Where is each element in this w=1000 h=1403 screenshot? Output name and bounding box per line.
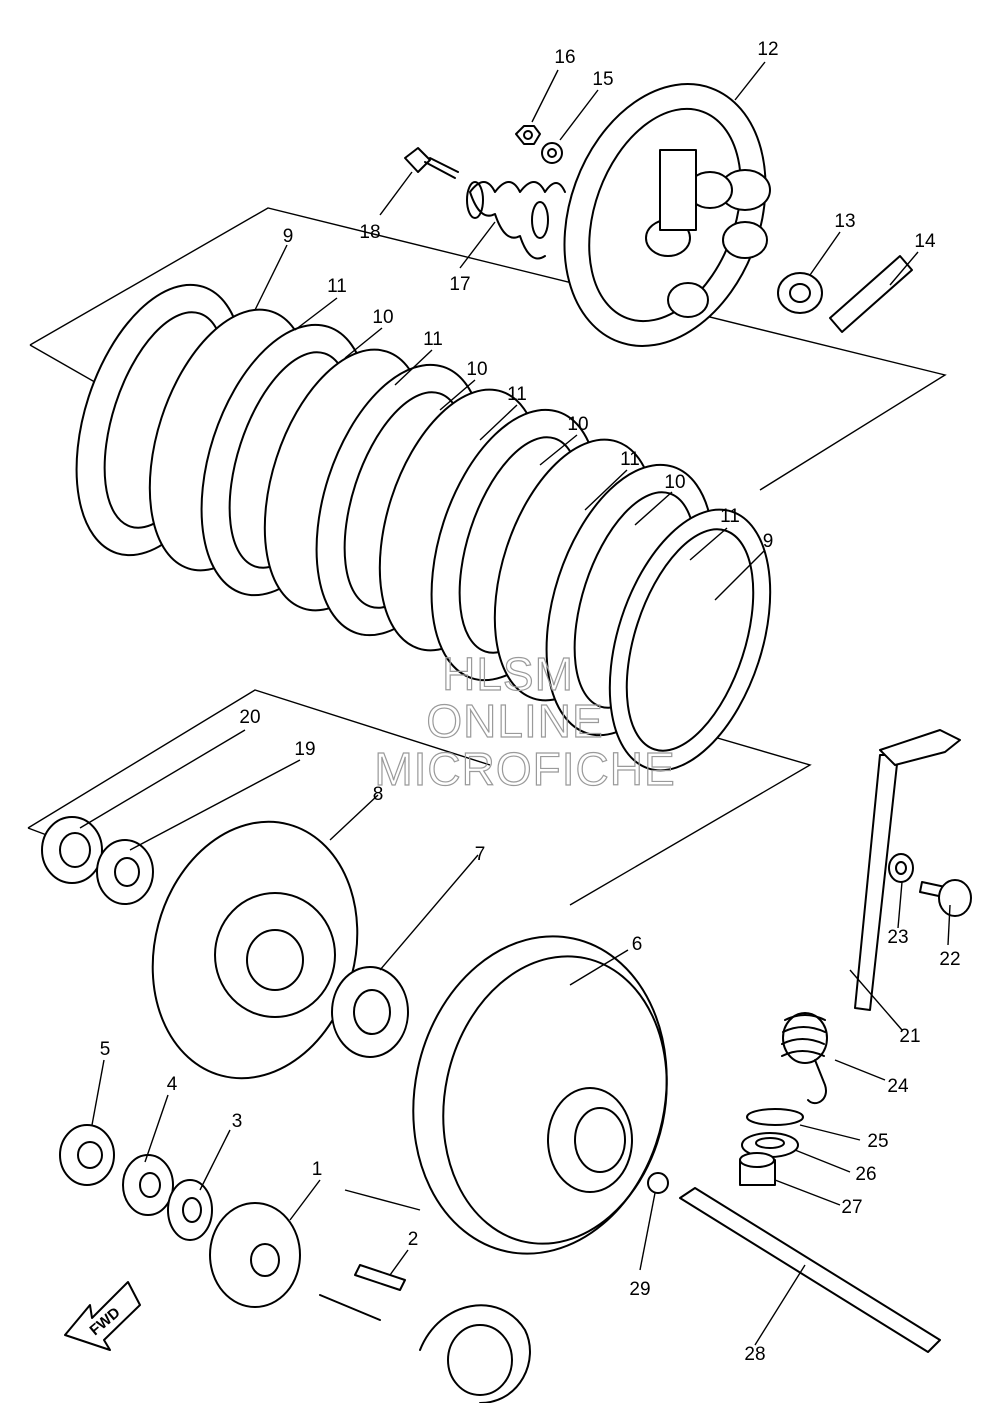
thrust-plate: [331, 966, 409, 1058]
callout-27: 27: [841, 1197, 862, 1218]
callout-11-b: 11: [423, 329, 443, 350]
watermark-line-1: HLSM: [442, 648, 574, 700]
washer-23: [888, 853, 914, 883]
callout-3: 3: [232, 1111, 243, 1132]
bolt-22: [919, 879, 972, 917]
steel-ball: [647, 1172, 669, 1194]
clutch-spring: [466, 181, 566, 260]
callout-13: 13: [834, 211, 855, 232]
watermark-line-3: MICROFICHE: [374, 743, 675, 795]
nut-5: [59, 1124, 115, 1186]
callout-10-a: 10: [372, 307, 393, 328]
callout-11-c: 11: [507, 384, 527, 405]
washer-25: [746, 1108, 804, 1126]
callout-16: 16: [554, 47, 575, 68]
callout-5: 5: [100, 1039, 111, 1060]
watermark-line-2: ONLINE: [426, 695, 603, 747]
pressure-plate-bearing: [777, 272, 823, 314]
callout-10-c: 10: [567, 414, 588, 435]
oil-seal: [741, 1132, 799, 1158]
nut-16: [515, 125, 541, 145]
callout-18: 18: [359, 222, 380, 243]
callout-21: 21: [899, 1026, 920, 1047]
lock-washer-4: [122, 1154, 174, 1216]
callout-17: 17: [449, 274, 470, 295]
callout-15: 15: [592, 69, 613, 90]
callout-20: 20: [239, 707, 260, 728]
crankshaft-end: [319, 1294, 531, 1403]
leader-lines: [79, 61, 951, 1346]
callout-24: 24: [887, 1076, 909, 1097]
woodruff-key: [354, 1264, 406, 1291]
push-rod-long: [679, 1187, 941, 1353]
callout-12: 12: [757, 39, 778, 60]
clutch-housing: [412, 935, 668, 1255]
callout-9-left: 9: [283, 226, 294, 247]
washer-15: [541, 142, 563, 164]
callout-11-d: 11: [620, 449, 640, 470]
callout-25: 25: [867, 1131, 888, 1152]
fwd-arrow-icon: FWD: [64, 1281, 141, 1351]
push-lever-shaft: [854, 729, 961, 1011]
callout-19: 19: [294, 739, 315, 760]
clutch-boss: [151, 820, 359, 1080]
callout-29: 29: [629, 1279, 650, 1300]
callout-9-right: 9: [763, 531, 774, 552]
callout-22: 22: [939, 949, 960, 970]
watermark: HLSM ONLINE MICROFICHE: [374, 647, 676, 795]
callout-23: 23: [887, 927, 908, 948]
callout-4: 4: [167, 1074, 178, 1095]
callout-14: 14: [914, 231, 936, 252]
lock-washer-19: [96, 839, 154, 905]
callout-7: 7: [475, 844, 486, 865]
callout-28: 28: [744, 1344, 765, 1365]
callout-6: 6: [632, 934, 643, 955]
callout-11-e: 11: [720, 506, 740, 527]
primary-drive-gear: [209, 1202, 301, 1308]
callout-2: 2: [408, 1229, 419, 1250]
bearing-27: [739, 1152, 776, 1186]
callout-10-b: 10: [466, 359, 487, 380]
callout-10-d: 10: [664, 472, 685, 493]
callout-labels: 1 2 3 4 5 6 7 8 9 9 10 10 10 10 11 11 11…: [100, 39, 961, 1365]
clutch-plate-stack: [75, 283, 772, 772]
push-rod-short: [829, 255, 913, 333]
washer-3: [167, 1179, 213, 1241]
pressure-plate: [563, 83, 771, 347]
callout-8: 8: [373, 784, 384, 805]
nut-20: [41, 816, 103, 884]
return-spring: [781, 1012, 828, 1105]
callout-11-a: 11: [327, 276, 347, 297]
bolt-18: [404, 147, 459, 179]
callout-26: 26: [855, 1164, 876, 1185]
callout-1: 1: [312, 1159, 323, 1180]
